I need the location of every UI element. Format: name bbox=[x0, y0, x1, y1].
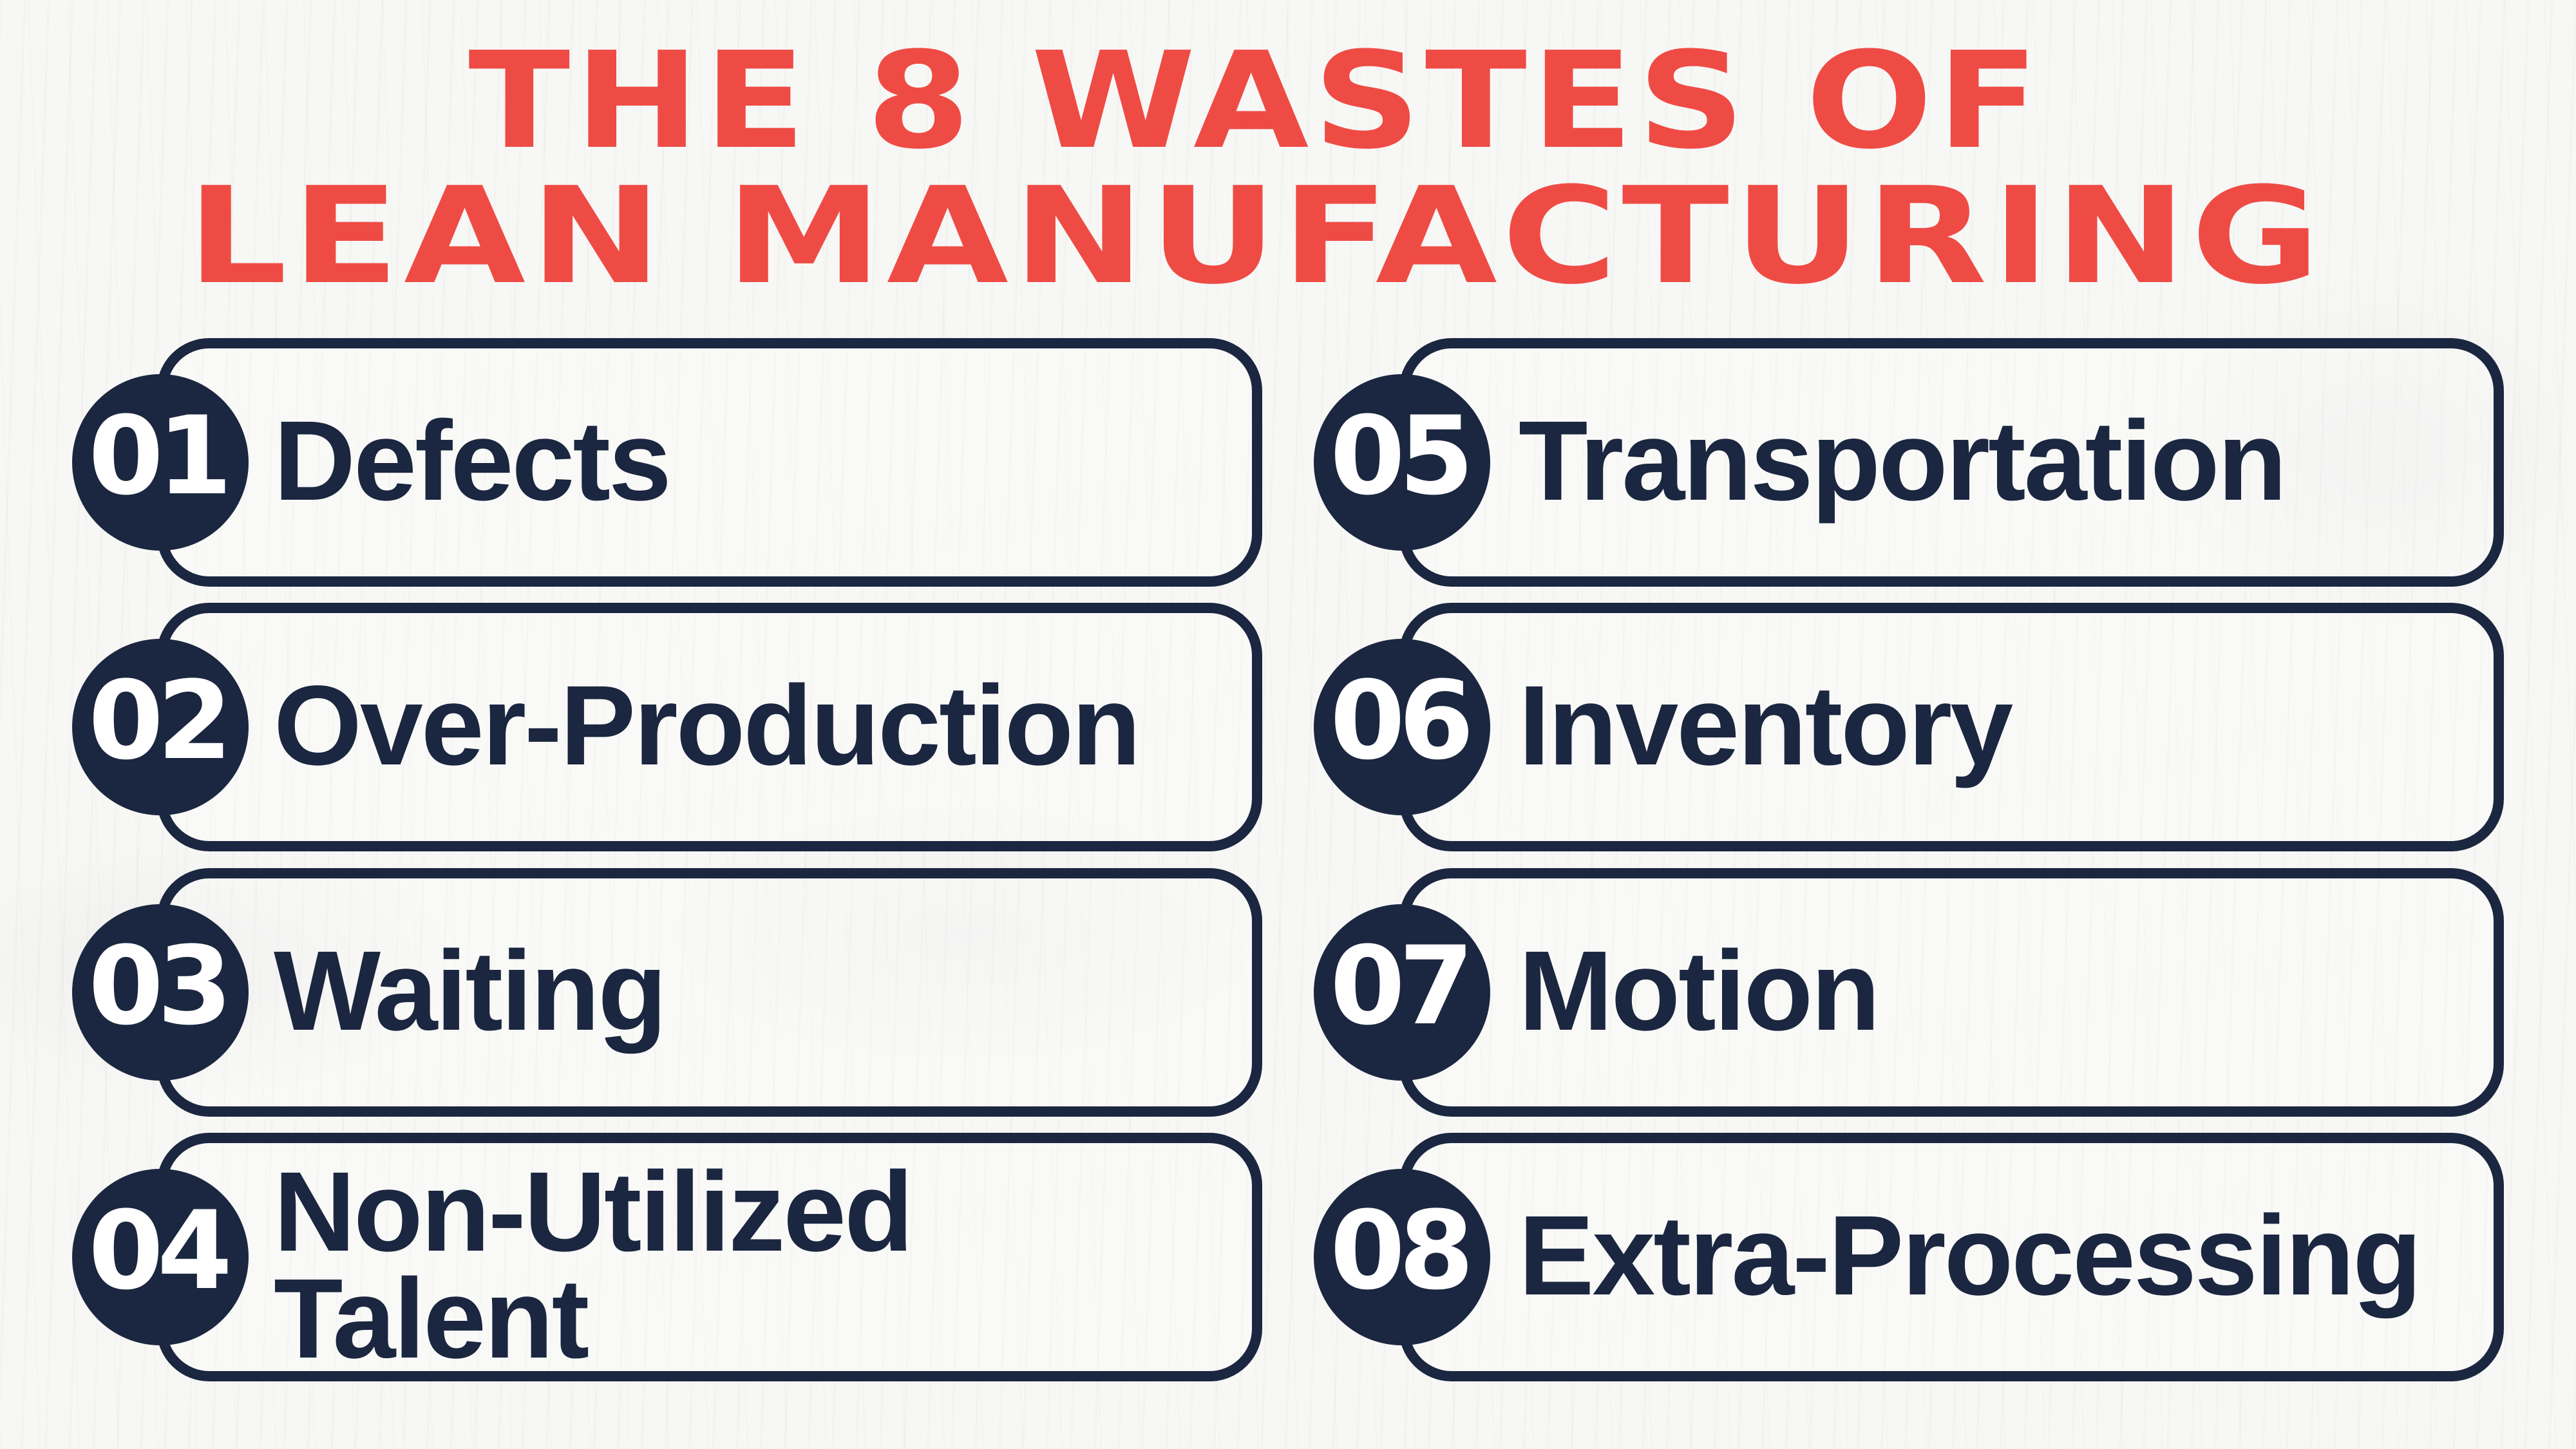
item-label: Extra-Processing bbox=[1519, 1193, 2422, 1319]
number-text: 03 bbox=[88, 923, 232, 1049]
waste-item-waiting: 03 Waiting bbox=[72, 868, 1270, 1117]
number-badge: 05 bbox=[1314, 374, 1490, 551]
item-label: Transportation bbox=[1519, 398, 2287, 524]
waste-item-transportation: 05 Transportation bbox=[1314, 338, 2512, 587]
number-badge: 04 bbox=[72, 1169, 249, 1345]
waste-item-defects: 01 Defects bbox=[72, 338, 1270, 587]
number-text: 01 bbox=[88, 393, 232, 519]
number-text: 05 bbox=[1330, 393, 1474, 519]
number-text: 04 bbox=[88, 1188, 232, 1314]
waste-item-over-production: 02 Over-Production bbox=[72, 603, 1270, 851]
number-text: 02 bbox=[88, 658, 232, 784]
item-box bbox=[1399, 338, 2504, 587]
waste-item-inventory: 06 Inventory bbox=[1314, 603, 2512, 851]
number-badge: 08 bbox=[1314, 1169, 1490, 1345]
item-label: Non-Utilized Talent bbox=[274, 1149, 914, 1382]
item-label-line-2: Talent bbox=[274, 1256, 589, 1382]
number-text: 07 bbox=[1330, 923, 1474, 1049]
item-box bbox=[156, 1133, 1262, 1381]
item-label: Over-Production bbox=[274, 663, 1141, 789]
item-box bbox=[156, 868, 1262, 1117]
number-badge: 02 bbox=[72, 639, 249, 815]
number-text: 06 bbox=[1330, 658, 1474, 784]
item-label: Inventory bbox=[1519, 663, 2013, 789]
item-box bbox=[1399, 868, 2504, 1117]
number-badge: 06 bbox=[1314, 639, 1490, 815]
item-label: Defects bbox=[274, 398, 672, 524]
item-box bbox=[1399, 1133, 2504, 1381]
waste-item-extra-processing: 08 Extra-Processing bbox=[1314, 1133, 2512, 1381]
title-line-1: THE 8 WASTES OF bbox=[468, 23, 2043, 178]
title-line-2: LEAN MANUFACTURING bbox=[187, 158, 2325, 314]
number-badge: 01 bbox=[72, 374, 249, 551]
number-badge: 07 bbox=[1314, 904, 1490, 1081]
waste-item-non-utilized-talent: 04 Non-Utilized Talent bbox=[72, 1133, 1270, 1381]
item-label: Waiting bbox=[274, 928, 667, 1054]
number-badge: 03 bbox=[72, 904, 249, 1081]
waste-item-motion: 07 Motion bbox=[1314, 868, 2512, 1117]
item-label-line-1: Non-Utilized bbox=[274, 1149, 914, 1275]
item-box bbox=[156, 603, 1262, 851]
number-text: 08 bbox=[1330, 1188, 1474, 1314]
item-label: Motion bbox=[1519, 928, 1880, 1054]
